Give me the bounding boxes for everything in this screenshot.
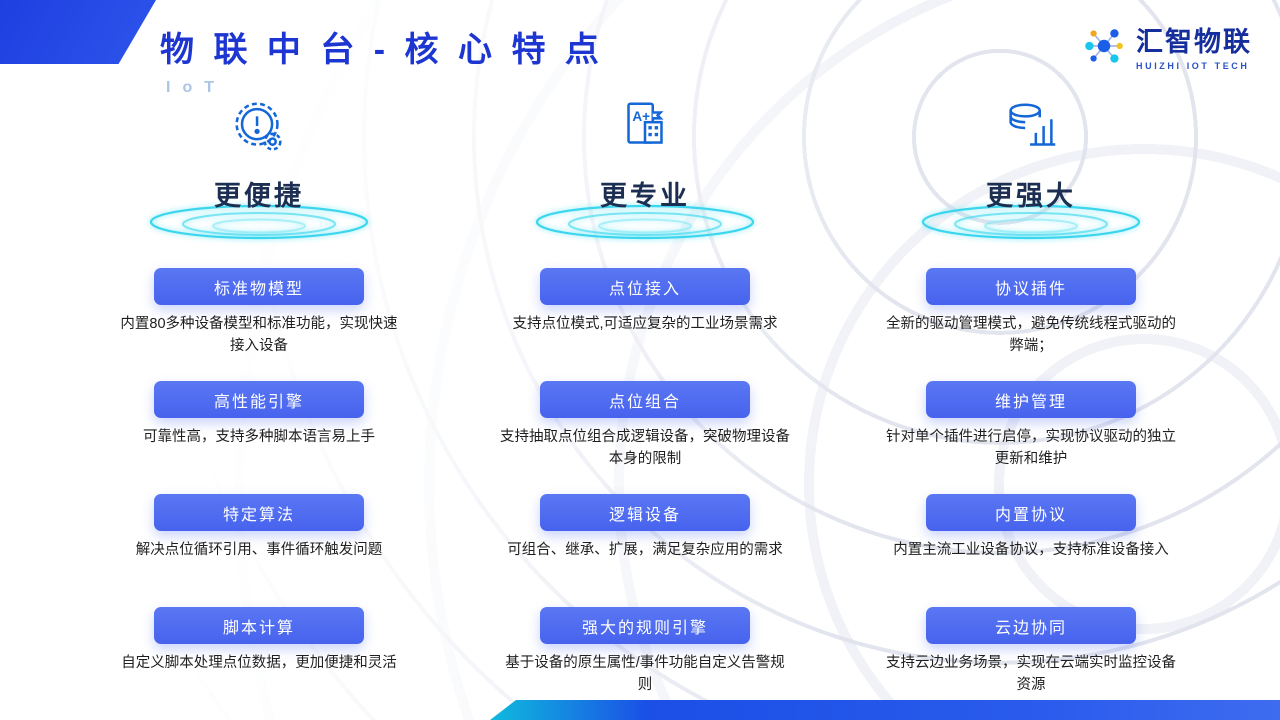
logo-text: 汇智物联 HUIZHI IOT TECH [1136, 20, 1252, 71]
column-heading-wrap: 更强大 [911, 174, 1151, 252]
feature-desc: 可靠性高，支持多种脚本语言易上手 [143, 429, 375, 445]
feature-item: 脚本计算 自定义脚本处理点位数据，更加便捷和灵活 [114, 607, 404, 720]
feature-item: 内置协议 内置主流工业设备协议，支持标准设备接入 [886, 494, 1176, 607]
column-heading: 更强大 [986, 181, 1076, 211]
feature-desc: 全新的驱动管理模式，避免传统线程式驱动的弊端； [886, 316, 1176, 354]
feature-pill: 逻辑设备 [540, 494, 750, 531]
feature-pill: 云边协同 [926, 607, 1136, 644]
feature-pill: 维护管理 [926, 381, 1136, 418]
document-quality-icon: A+ [627, 102, 664, 144]
feature-desc: 内置80多种设备模型和标准功能，实现快速接入设备 [120, 316, 398, 354]
column-heading-wrap: 更便捷 [139, 174, 379, 252]
feature-item: 维护管理 针对单个插件进行启停，实现协议驱动的独立更新和维护 [886, 381, 1176, 494]
feature-pill: 高性能引擎 [154, 381, 364, 418]
bottom-accent-bar [490, 700, 1280, 720]
title-block: 物 联 中 台 - 核 心 特 点 IoT [160, 22, 604, 97]
feature-pill: 点位组合 [540, 381, 750, 418]
logo-tagline: HUIZHI IOT TECH [1136, 61, 1250, 71]
feature-item: 协议插件 全新的驱动管理模式，避免传统线程式驱动的弊端； [886, 268, 1176, 381]
feature-pill: 标准物模型 [154, 268, 364, 305]
feature-columns: 更便捷 标准物模型 内置80多种设备模型和标准功能，实现快速接入设备 高性能引擎… [108, 96, 1182, 720]
feature-items: 标准物模型 内置80多种设备模型和标准功能，实现快速接入设备 高性能引擎 可靠性… [114, 268, 404, 720]
page-title: 物 联 中 台 - 核 心 特 点 [160, 31, 604, 69]
feature-column-powerful: 更强大 协议插件 全新的驱动管理模式，避免传统线程式驱动的弊端； 维护管理 针对… [880, 96, 1182, 720]
feature-pill: 点位接入 [540, 268, 750, 305]
feature-pill: 特定算法 [154, 494, 364, 531]
feature-desc: 基于设备的原生属性/事件功能自定义告警规则 [505, 655, 785, 693]
feature-desc: 支持云边业务场景，实现在云端实时监控设备资源 [886, 655, 1176, 693]
corner-accent-shape [0, 0, 156, 64]
network-dots-icon [1085, 28, 1123, 63]
feature-pill: 强大的规则引擎 [540, 607, 750, 644]
feature-item: 标准物模型 内置80多种设备模型和标准功能，实现快速接入设备 [114, 268, 404, 381]
feature-desc: 针对单个插件进行启停，实现协议驱动的独立更新和维护 [886, 429, 1176, 467]
logo: 汇智物联 HUIZHI IOT TECH [1080, 20, 1252, 71]
feature-column-professional: A+ 更专业 点位接入 支持点位模式,可适应复杂的工业场景需求 点位组合 支持抽… [494, 96, 796, 720]
feature-pill: 内置协议 [926, 494, 1136, 531]
feature-desc: 支持抽取点位组合成逻辑设备，突破物理设备本身的限制 [500, 429, 790, 467]
feature-desc: 支持点位模式,可适应复杂的工业场景需求 [512, 316, 778, 332]
feature-item: 高性能引擎 可靠性高，支持多种脚本语言易上手 [114, 381, 404, 494]
feature-item: 特定算法 解决点位循环引用、事件循环触发问题 [114, 494, 404, 607]
feature-pill: 脚本计算 [154, 607, 364, 644]
logo-name: 汇智物联 [1136, 27, 1252, 57]
feature-items: 协议插件 全新的驱动管理模式，避免传统线程式驱动的弊端； 维护管理 针对单个插件… [886, 268, 1176, 720]
column-heading: 更专业 [600, 181, 690, 211]
feature-column-convenient: 更便捷 标准物模型 内置80多种设备模型和标准功能，实现快速接入设备 高性能引擎… [108, 96, 410, 720]
column-heading-wrap: 更专业 [525, 174, 765, 252]
feature-item: 强大的规则引擎 基于设备的原生属性/事件功能自定义告警规则 [500, 607, 790, 720]
feature-desc: 自定义脚本处理点位数据，更加便捷和灵活 [121, 655, 397, 671]
column-heading: 更便捷 [214, 181, 304, 211]
feature-items: 点位接入 支持点位模式,可适应复杂的工业场景需求 点位组合 支持抽取点位组合成逻… [500, 268, 790, 720]
a-plus-glyph: A+ [632, 109, 650, 124]
feature-item: 云边协同 支持云边业务场景，实现在云端实时监控设备资源 [886, 607, 1176, 720]
database-chart-icon [1009, 103, 1056, 146]
feature-pill: 协议插件 [926, 268, 1136, 305]
feature-desc: 内置主流工业设备协议，支持标准设备接入 [893, 542, 1169, 558]
feature-desc: 可组合、继承、扩展，满足复杂应用的需求 [507, 542, 783, 558]
page-subtitle: IoT [166, 79, 226, 96]
feature-desc: 解决点位循环引用、事件循环触发问题 [135, 542, 383, 558]
feature-item: 点位接入 支持点位模式,可适应复杂的工业场景需求 [500, 268, 790, 381]
feature-item: 逻辑设备 可组合、继承、扩展，满足复杂应用的需求 [500, 494, 790, 607]
brain-gear-icon [235, 102, 282, 151]
feature-item: 点位组合 支持抽取点位组合成逻辑设备，突破物理设备本身的限制 [500, 381, 790, 494]
